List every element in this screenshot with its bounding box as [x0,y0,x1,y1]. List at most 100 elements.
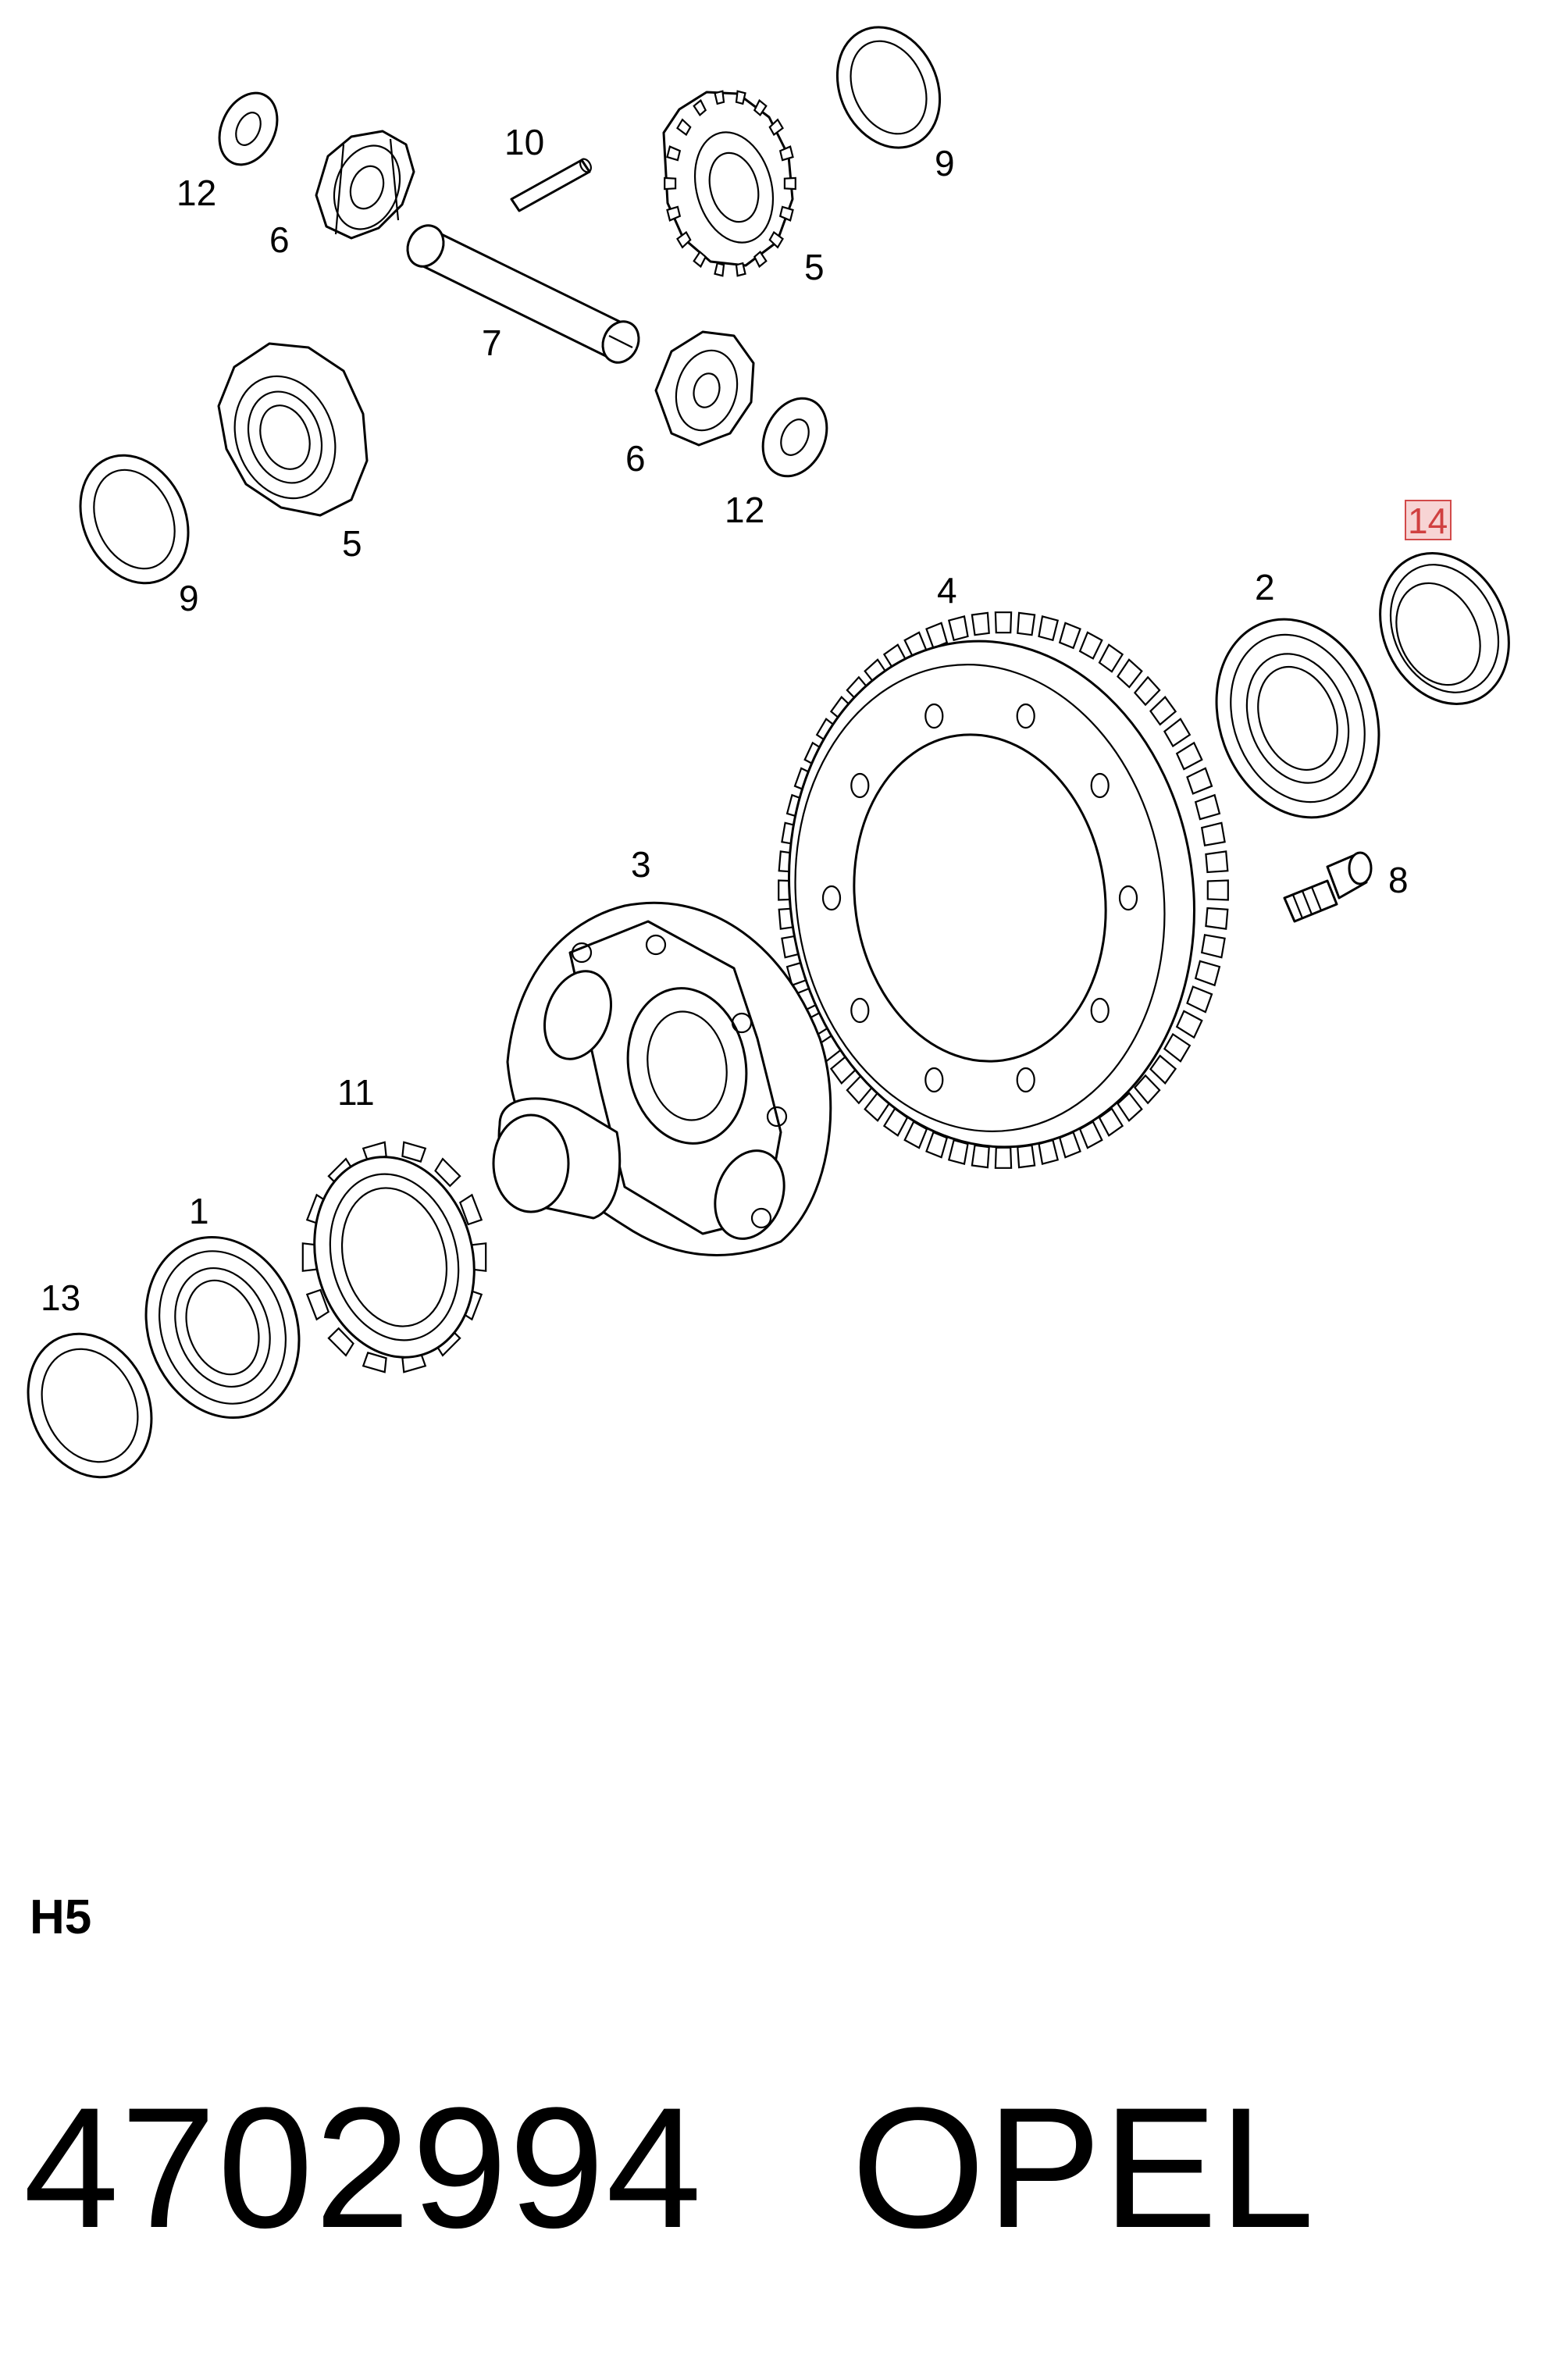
side-gear-tooth [666,145,682,162]
callout-11: 11 [337,1072,375,1113]
callout-10: 10 [504,122,544,162]
ring-gear-tooth [994,1146,1013,1169]
callout-6: 6 [625,438,646,479]
callout-8: 8 [1388,860,1409,900]
group-code: H5 [30,1890,92,1944]
roller-bearing-1 [144,1235,301,1420]
ring-gear-tooth [1149,1054,1177,1085]
retainer-lug [401,1141,427,1163]
part-number: 4702994 [23,2072,704,2264]
callout-5: 5 [342,523,362,564]
side-gear-tooth [778,145,794,162]
ring-gear-tooth [947,615,969,642]
thrust-washer-9-top [835,26,942,149]
ring-gear-bolt-hole [1118,885,1138,911]
retainer-lug [327,1327,354,1357]
callout-2: 2 [1255,567,1275,607]
side-gear-tooth [735,262,746,277]
callout-5: 5 [804,247,825,287]
side-gear-tooth [735,90,746,105]
callout-14: 14 [1408,501,1448,541]
ring-gear-tooth [1078,631,1103,660]
side-gear-tooth [753,250,768,269]
thrust-washer-9-bottom [79,454,190,585]
ring-gear-tooth [1017,1144,1036,1169]
ring-gear-tooth [1133,675,1161,707]
side-gear-tooth [768,118,784,137]
ring-gear-tooth [1206,879,1229,901]
side-gear-tooth [778,205,794,222]
ring-gear-bolt-hole [1016,1067,1035,1093]
side-gear-tooth [666,205,682,222]
ring-gear-tooth [1038,615,1060,642]
retainer-lug [362,1352,387,1373]
ring-gear-tooth [947,1138,969,1165]
callout-3: 3 [631,844,651,885]
thrust-washer-12-bottom [761,397,828,478]
ring-gear-tooth [1200,934,1226,959]
callout-9: 9 [935,143,955,183]
callout-1: 1 [189,1191,209,1231]
side-gear-tooth [693,98,707,117]
roller-bearing-2 [1215,618,1380,819]
retainer-lug [305,1288,330,1321]
callout-7: 7 [482,322,502,363]
ring-gear-bolt-hole [1090,772,1110,799]
thrust-washer-12-top [218,91,279,166]
side-gear-tooth [676,230,692,249]
bolt-8 [1283,851,1373,923]
ring-gear-tooth [1117,658,1143,689]
callout-14-highlight [1405,500,1452,540]
side-gear-tooth [676,118,692,137]
side-gear-5-top [662,90,796,277]
pinion-gear-6-top [315,130,415,240]
ring-gear-tooth [1133,1074,1161,1105]
ring-gear-tooth [994,611,1013,634]
callout-12: 12 [176,173,216,213]
ring-gear-bolt-hole [1016,703,1035,729]
exploded-parts-diagram: 12 6 10 9 5 7 6 12 5 9 4 2 14 8 3 11 1 1… [27,26,1510,1479]
ring-gear-tooth [1163,718,1192,748]
side-gear-tooth [693,250,707,269]
ring-gear-tooth [1117,1092,1143,1122]
side-gear-tooth [783,176,796,191]
oil-seal-13 [27,1332,153,1479]
callout-6: 6 [269,219,290,260]
ring-gear-bolt-hole [850,997,870,1024]
retainer-lug [458,1193,483,1226]
callout-9: 9 [179,578,199,618]
ring-gear-bolt-hole [1090,997,1110,1024]
ring-gear-bolt-hole [924,703,944,729]
lock-pin-10 [510,158,592,212]
ring-gear-tooth [1175,741,1203,771]
ring-gear-tooth [1194,793,1221,821]
side-gear-tooth [768,230,784,249]
ring-gear-tooth [1098,643,1124,673]
ring-gear-bolt-hole [850,772,870,799]
differential-case-3 [492,901,832,1256]
ring-gear-tooth [1058,622,1081,650]
ring-gear-tooth [1205,907,1229,930]
side-gear-tooth [753,98,768,117]
side-gear-tooth [664,176,677,191]
callout-4: 4 [937,570,957,611]
pinion-gear-6-bottom [654,330,755,447]
ring-gear-tooth [1186,767,1213,795]
retainer-ring-11 [301,1141,487,1373]
brand-name: OPEL [851,2072,1316,2264]
ring-gear-tooth [1200,821,1226,846]
part-number-line: 4702994 OPEL [23,2069,1316,2267]
ring-gear-tooth [1163,1032,1192,1063]
ring-gear-tooth [1175,1010,1203,1039]
side-gear-tooth [714,90,725,105]
ring-gear-tooth [1017,611,1036,636]
ring-gear-tooth [1186,985,1213,1014]
oil-seal-14 [1379,552,1510,705]
callout-13: 13 [41,1277,80,1318]
callout-12: 12 [725,490,764,530]
ring-gear-bolt-hole [821,885,842,911]
ring-gear-tooth [971,1144,990,1169]
differential-shaft-7 [406,224,640,364]
retainer-lug [434,1157,461,1188]
ring-gear-tooth [1194,960,1221,987]
